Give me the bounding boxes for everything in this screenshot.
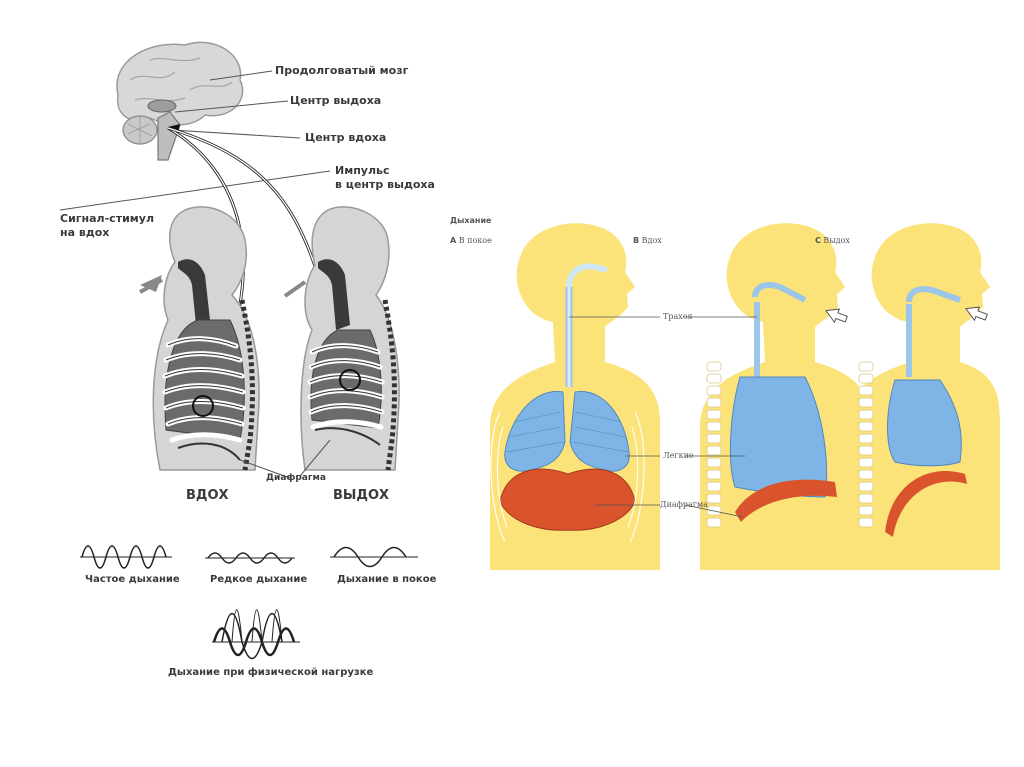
panel-b-inhale xyxy=(700,223,870,570)
rare-breathing-wave xyxy=(205,552,295,564)
right-title: Дыхание xyxy=(450,216,492,225)
impulse-label-line1: Импульс xyxy=(335,164,390,177)
frequent-breathing-label: Частое дыхание xyxy=(85,574,180,585)
rest-breathing-label: Дыхание в покое xyxy=(337,574,437,585)
inhale-label: ВДОХ xyxy=(186,488,229,503)
diaphragm-label: Диафрагма xyxy=(266,473,326,483)
panel-c-exhale xyxy=(845,223,1000,570)
inhale-center-label: Центр вдоха xyxy=(305,131,387,144)
panel-a-rest xyxy=(490,223,660,570)
impulse-label-line2: в центр выдоха xyxy=(335,178,435,191)
rare-breathing-label: Редкое дыхание xyxy=(210,574,308,585)
exhale-center-label: Центр выдоха xyxy=(290,94,382,107)
panel-c-caption: C Выдох xyxy=(815,236,850,245)
panel-b-caption: B Вдох xyxy=(633,236,662,245)
exhale-torso xyxy=(283,206,400,471)
frequent-breathing-wave xyxy=(80,545,172,569)
breathing-mechanics-diagram xyxy=(445,212,1000,572)
inhale-torso xyxy=(139,206,260,471)
signal-label-line2: на вдох xyxy=(60,226,110,239)
exercise-breathing-wave xyxy=(212,609,300,660)
trachea-label: Трахея xyxy=(663,312,693,321)
signal-label-line1: Сигнал-стимул xyxy=(60,212,154,225)
panel-a-caption: A В покое xyxy=(450,236,492,245)
rest-breathing-wave xyxy=(330,546,418,568)
brain-illustration xyxy=(116,41,244,161)
breathing-waves xyxy=(0,520,450,700)
exercise-breathing-label: Дыхание при физической нагрузке xyxy=(168,667,374,678)
exhale-label: ВЫДОХ xyxy=(333,488,390,503)
medulla-label: Продолговатый мозг xyxy=(275,64,409,77)
lungs-label: Легкие xyxy=(663,451,694,460)
diaphragm-label-right: Диафрагма xyxy=(660,500,708,509)
breathing-regulation-diagram xyxy=(0,0,450,520)
